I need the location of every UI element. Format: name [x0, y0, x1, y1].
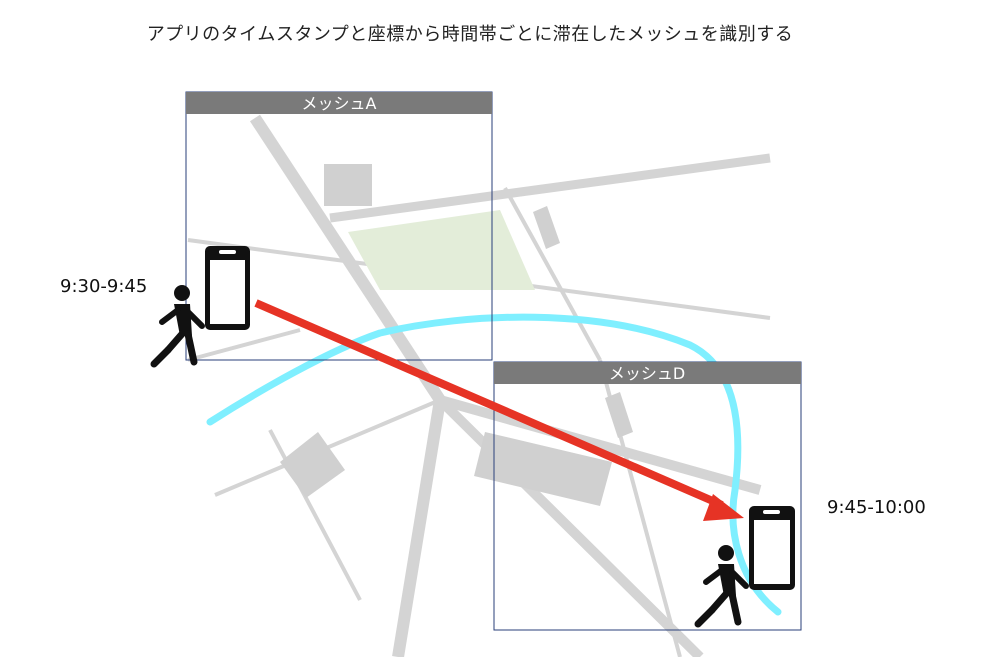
- smartphone-icon: [749, 506, 795, 590]
- roads: [187, 114, 771, 657]
- mesh-d-label: メッシュD: [609, 364, 685, 383]
- page-title: アプリのタイムスタンプと座標から時間帯ごとに滞在したメッシュを識別する: [146, 24, 794, 45]
- movement-arrow: [254, 299, 744, 521]
- park-area: [348, 210, 535, 290]
- road-south: [392, 399, 446, 657]
- road-east: [438, 395, 762, 495]
- mesh-a-header: [186, 92, 492, 114]
- time-label-start: 9:30-9:45: [60, 276, 148, 297]
- road-top-horizontal: [329, 153, 771, 223]
- road-northeast: [503, 187, 602, 361]
- road-west-short: [187, 328, 301, 362]
- walking-person-icon: [694, 545, 749, 628]
- building-3: [280, 432, 345, 498]
- road-diagonal-main: [249, 114, 446, 404]
- mesh-d-header: [494, 362, 801, 384]
- smartphone-icon: [205, 246, 250, 330]
- building-1: [324, 164, 372, 206]
- building-2: [533, 206, 560, 249]
- buildings: [280, 164, 633, 506]
- arrow-shaft: [254, 299, 724, 509]
- building-4: [474, 432, 612, 506]
- building-5: [605, 392, 633, 438]
- mesh-a-label: メッシュA: [302, 94, 377, 113]
- time-label-end: 9:45-10:00: [827, 497, 926, 518]
- walking-person-icon: [150, 285, 205, 368]
- mesh-a: メッシュA: [185, 91, 493, 361]
- mesh-d: メッシュD: [493, 361, 802, 631]
- arrow-head: [703, 494, 744, 521]
